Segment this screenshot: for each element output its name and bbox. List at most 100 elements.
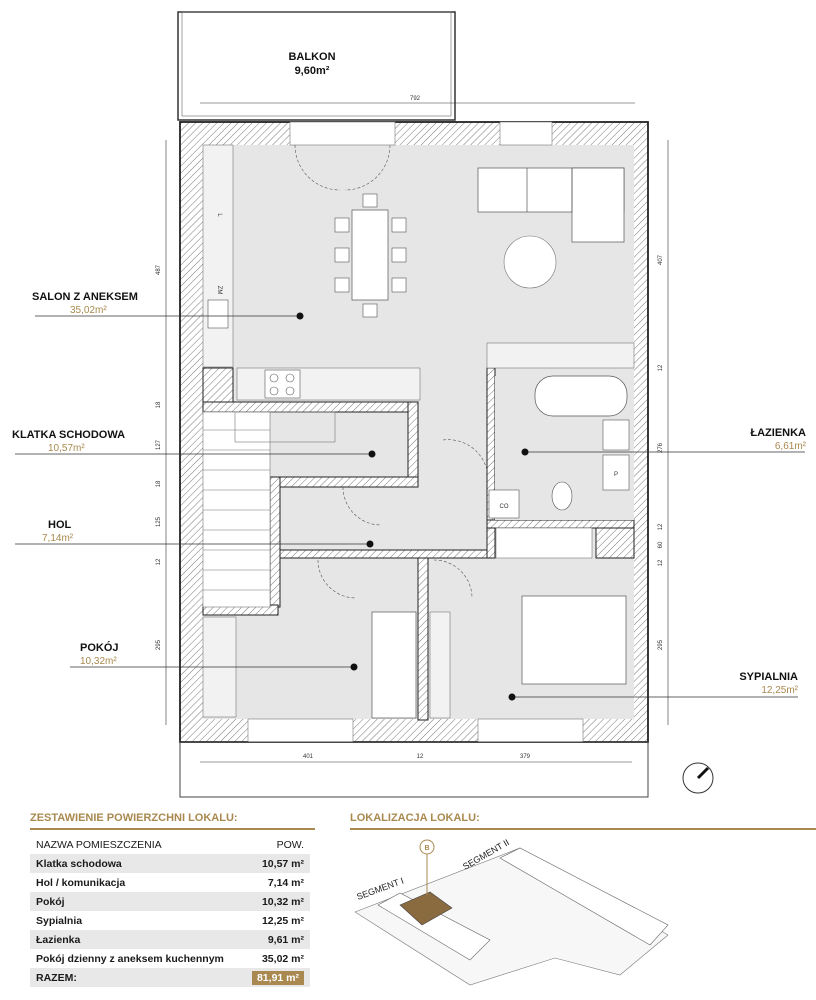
lazienka-area: 6,61m²: [775, 441, 807, 452]
pokoj-area: 10,32m²: [80, 656, 117, 667]
row-area: 10,32 m²: [242, 892, 310, 911]
total-value: 81,91 m²: [251, 970, 304, 985]
staircase-icon: [202, 411, 336, 608]
svg-text:407: 407: [658, 254, 664, 265]
svg-text:12: 12: [156, 558, 162, 565]
hol-label: HOL: [48, 519, 72, 531]
window-bottom-right: [477, 718, 584, 743]
location-title-underline: [350, 828, 816, 830]
row-name: Sypialnia: [36, 914, 83, 927]
marker-label: B: [424, 845, 429, 852]
balcony-door-swing: [294, 144, 391, 191]
table-row: Pokój 10,32 m²: [30, 892, 310, 911]
interior-walls: [202, 367, 635, 721]
l-marker: L: [216, 213, 222, 217]
svg-text:125: 125: [156, 516, 162, 527]
svg-text:127: 127: [156, 439, 162, 450]
p-marker: P: [614, 472, 618, 478]
dim-bottom-left: 401: [303, 754, 314, 760]
terrace-outline: [179, 741, 649, 798]
window-top-left: [289, 121, 396, 146]
lazienka-label: ŁAZIENKA: [750, 427, 806, 439]
toilet-icon: [551, 481, 573, 511]
row-name: Pokój: [30, 892, 243, 911]
bathtub-icon: [534, 375, 628, 417]
room-markers: [296, 312, 529, 701]
bed-icon: [521, 595, 627, 685]
dims-right: 407 12 276 12 60 12 295: [658, 254, 664, 650]
sofa-icon: [477, 167, 625, 243]
salon-label: SALON Z ANEKSEM: [32, 291, 138, 303]
klatka-label: KLATKA SCHODOWA: [12, 429, 125, 441]
row-name: Pokój dzienny z aneksem kuchennym: [36, 952, 224, 965]
row-area: 10,57 m²: [242, 854, 310, 873]
hol-area: 7,14m²: [42, 533, 74, 544]
table-row: Łazienka 9,61 m²: [30, 930, 310, 949]
col-area-header: POW.: [276, 838, 304, 851]
sypialnia-area: 12,25m²: [761, 685, 798, 696]
row-name: Łazienka: [30, 930, 243, 949]
compass-icon: [682, 762, 714, 794]
svg-text:295: 295: [156, 639, 162, 650]
tv-cabinet: [486, 342, 635, 369]
co-marker: CO: [500, 504, 509, 510]
table-row: Klatka schodowa 10,57 m²: [30, 854, 310, 873]
wardrobe-sypialnia: [429, 611, 451, 719]
table-row: Sypialnia 12,25 m²: [30, 911, 310, 930]
row-area: 7,14 m²: [267, 876, 304, 889]
laundry-box: [602, 454, 630, 491]
col-name-header: NAZWA POMIESZCZENIA: [36, 838, 162, 851]
window-top-right: [499, 121, 553, 146]
boiler-box: [488, 489, 520, 519]
dim-bottom-mid: 12: [417, 754, 424, 760]
salon-area: 35,02m²: [70, 305, 107, 316]
washbasin-icon: [602, 419, 630, 451]
svg-text:12: 12: [658, 364, 664, 371]
sink-icon: [207, 299, 229, 329]
dim-bottom-right: 379: [520, 754, 531, 760]
desk-icon: [371, 611, 417, 719]
hol-door-swings: [317, 439, 488, 599]
highlighted-unit-icon: [399, 891, 453, 926]
row-name: Hol / komunikacja: [36, 876, 126, 889]
svg-text:12: 12: [658, 523, 664, 530]
cooktop-icon: [264, 369, 301, 399]
svg-text:60: 60: [658, 541, 664, 548]
dims-left: 487 18 127 18 125 12 295: [156, 264, 162, 650]
svg-text:12: 12: [658, 559, 664, 566]
svg-text:18: 18: [156, 401, 162, 408]
svg-text:487: 487: [156, 264, 162, 275]
svg-text:295: 295: [658, 639, 664, 650]
chairs-icon: [334, 193, 407, 318]
svg-text:18: 18: [156, 480, 162, 487]
closet-sypialnia: [495, 527, 593, 559]
kitchen-counter-horizontal: [236, 367, 421, 401]
row-area: 12,25 m²: [261, 914, 304, 927]
total-label: RAZEM:: [30, 968, 243, 987]
window-bottom-left: [247, 718, 354, 743]
table-header-row: NAZWA POMIESZCZENIA POW.: [30, 835, 310, 854]
pokoj-label: POKÓJ: [80, 641, 119, 654]
row-area: 35,02 m²: [261, 952, 304, 965]
location-map: B SEGMENT I SEGMENT II: [354, 837, 669, 986]
coffee-table-icon: [503, 235, 557, 289]
summary-title: ZESTAWIENIE POWIERZCHNI LOKALU:: [30, 812, 238, 824]
row-name: Klatka schodowa: [30, 854, 243, 873]
svg-text:276: 276: [658, 442, 664, 453]
klatka-area: 10,57m²: [48, 443, 85, 454]
table-row: Pokój dzienny z aneksem kuchennym 35,02 …: [30, 949, 310, 968]
balkon-label: BALKON: [288, 51, 335, 63]
balcony-rail: [181, 11, 452, 117]
table-row: Hol / komunikacja 7,14 m²: [30, 873, 310, 892]
location-title: LOKALIZACJA LOKALU:: [350, 812, 480, 824]
table-total-row: RAZEM: 81,91 m²: [30, 968, 310, 987]
sypialnia-label: SYPIALNIA: [739, 671, 798, 683]
area-summary-table: NAZWA POMIESZCZENIA POW. Klatka schodowa…: [30, 835, 310, 987]
summary-title-underline: [30, 828, 315, 830]
leader-lines: [15, 315, 805, 698]
fridge-marker: ZM: [216, 286, 222, 295]
dining-table: [351, 209, 389, 301]
balkon-area: 9,60m²: [295, 65, 330, 77]
kitchen-counter-vertical: [202, 144, 234, 368]
